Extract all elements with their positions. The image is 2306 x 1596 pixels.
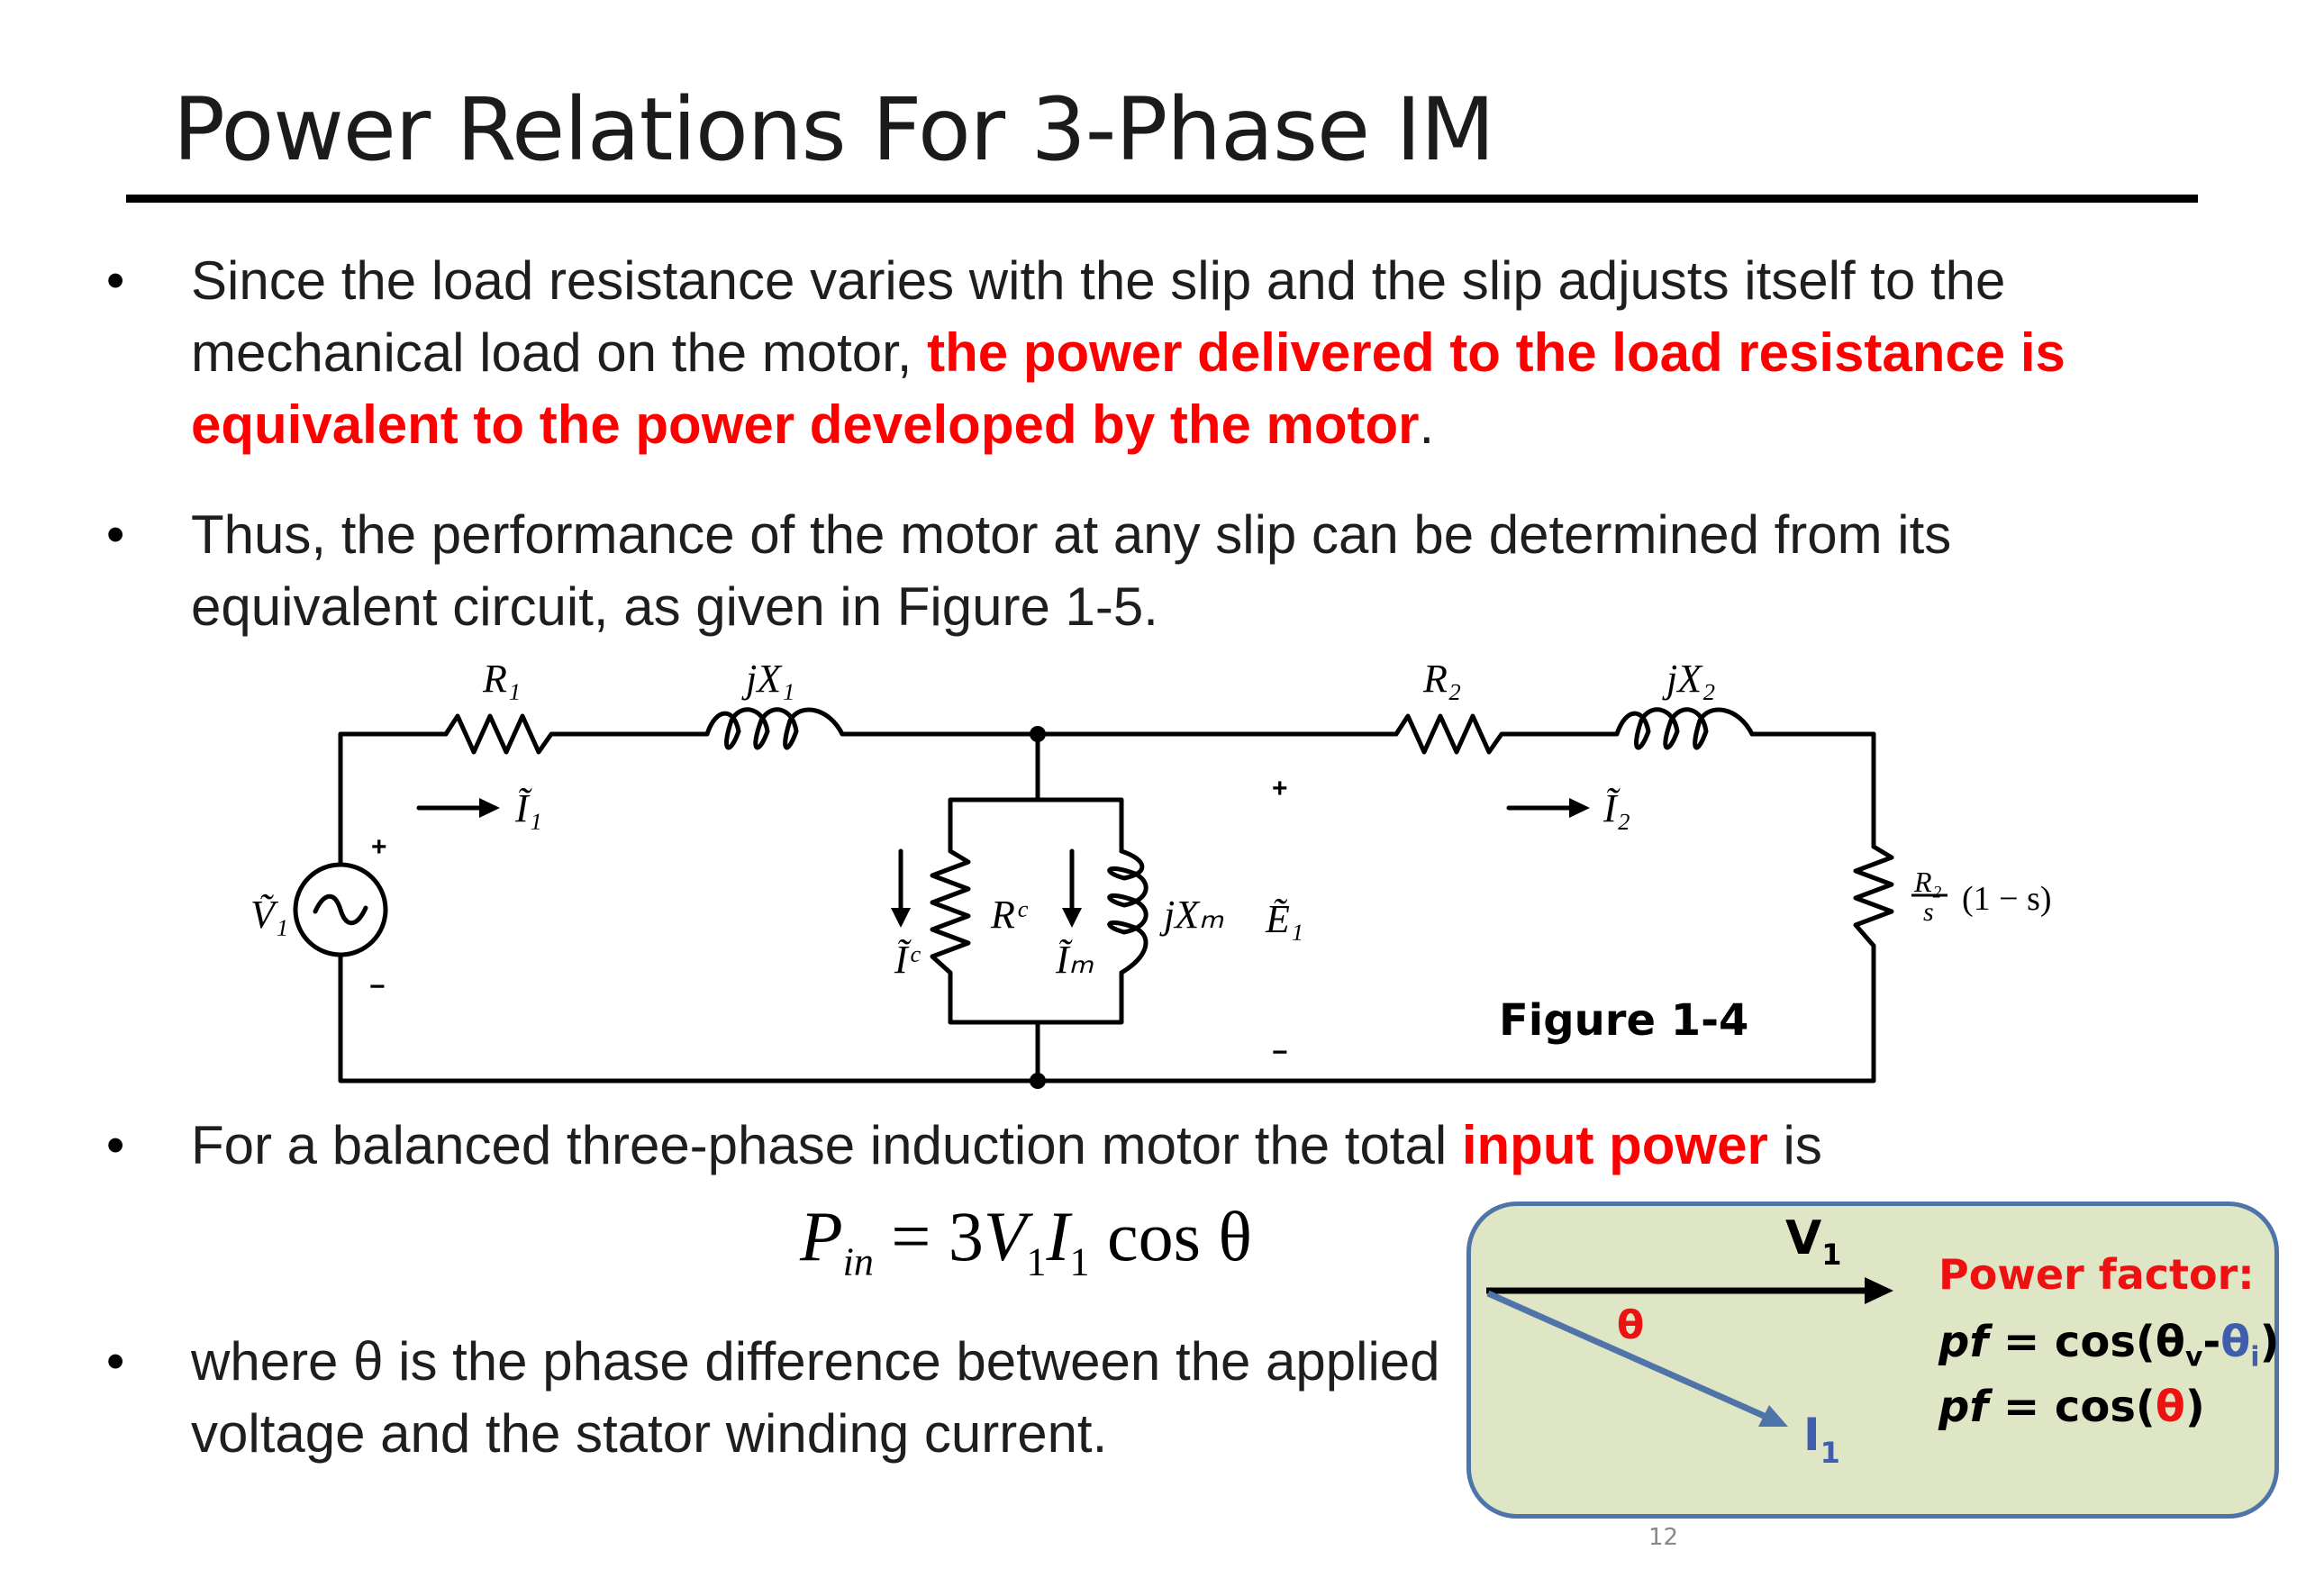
bullet-3-text-b: is [1767, 1115, 1822, 1175]
pf-formula-2: pf = cos(θ) [1938, 1382, 2205, 1432]
emf-plus: + [1272, 774, 1288, 803]
bullet-marker: • [106, 1332, 125, 1391]
slide-title: Power Relations For 3-Phase IM [173, 79, 1495, 180]
bullet-marker: • [106, 505, 125, 564]
label-load-denominator: s [1923, 897, 1934, 927]
label-Rc: Rᶜ [990, 893, 1029, 937]
label-R1: R₁ [482, 657, 521, 701]
label-I1: Ĩ₁ [514, 786, 542, 830]
phasor-diagram-box [1466, 1202, 2279, 1519]
pf-formula-1: pf = cos(θv-θi) [1938, 1317, 2280, 1374]
bullet-3-text-a: For a balanced three-phase induction mot… [191, 1115, 1462, 1175]
bullet-1-text-a: Since the load resistance varies with th… [191, 250, 2006, 383]
title-underline [126, 195, 2198, 203]
bullet-1-text-b: . [1419, 394, 1435, 455]
label-R2: R₂ [1422, 657, 1461, 701]
page-number: 12 [1648, 1524, 1679, 1551]
phasor-I-label: I1 [1803, 1409, 1840, 1470]
phasor-V-label: V1 [1785, 1211, 1842, 1272]
source-minus: − [369, 972, 386, 1002]
i1-arrowhead [1758, 1405, 1788, 1427]
emf-minus: − [1272, 1038, 1288, 1067]
phasor-theta-label: θ [1617, 1302, 1644, 1348]
label-load-numerator: R₂ [1913, 866, 1942, 898]
label-E1: Ẽ₁ [1265, 897, 1303, 941]
bullet-2-text: Thus, the performance of the motor at an… [191, 504, 1952, 637]
label-V1: Ṽ₁ [250, 893, 288, 937]
figure-label: Figure 1-4 [1499, 995, 1749, 1046]
bullet-marker: • [106, 1116, 125, 1174]
v1-arrowhead [1865, 1277, 1893, 1304]
label-jXm: jXₘ [1159, 893, 1224, 937]
label-Im: Ĩₘ [1055, 938, 1094, 982]
bullet-1-text: Since the load resistance varies with th… [191, 245, 2218, 461]
input-power-equation: Pin = 3V1I1 cos θ [800, 1197, 1252, 1284]
label-jX2: jX₂ [1662, 657, 1715, 701]
bullet-1-highlight: the power delivered to the load resistan… [191, 322, 2065, 455]
label-I2: Ĩ₂ [1602, 786, 1630, 830]
power-factor-title: Power factor: [1938, 1250, 2255, 1299]
label-load-tail: (1 − s) [1962, 880, 2052, 918]
label-Ic: Ĩᶜ [894, 938, 921, 982]
bullet-marker: • [106, 251, 125, 310]
bullet-3-text: For a balanced three-phase induction mot… [191, 1110, 2218, 1182]
source-plus: + [371, 832, 387, 862]
bullet-3-highlight: input power [1461, 1115, 1768, 1175]
bullet-4-text: where θ is the phase difference between … [191, 1331, 1440, 1464]
label-jX1: jX₁ [741, 657, 794, 701]
